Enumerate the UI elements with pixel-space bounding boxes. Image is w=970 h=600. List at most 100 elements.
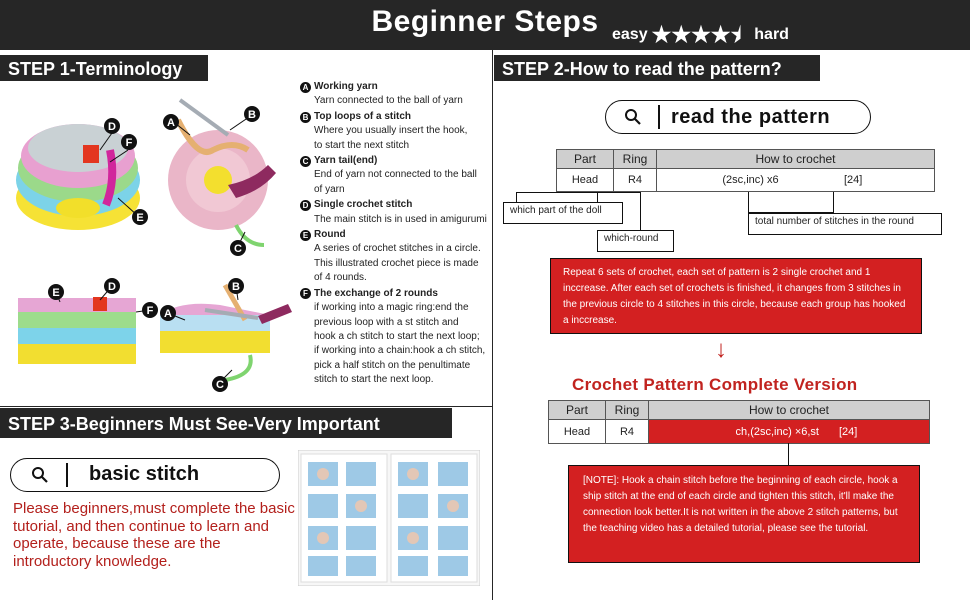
half-star-icon: ★ <box>730 22 751 47</box>
legend-desc: hook a ch stitch to start the next loop; <box>314 330 480 342</box>
legend-desc: if working into a magic ring:end the <box>314 302 469 314</box>
connector-line <box>748 212 834 213</box>
connector-line <box>516 192 641 193</box>
svg-text:D: D <box>108 121 116 133</box>
legend-desc: This illustrated crochet piece is made <box>314 257 479 269</box>
badge-e: E <box>300 229 311 241</box>
col-header-ring: Ring <box>605 400 649 420</box>
label-badge: E <box>132 209 148 225</box>
star-icon: ★ <box>710 22 731 47</box>
connector-line <box>640 192 641 230</box>
legend-desc: A series of crochet stitches in a circle… <box>314 243 481 255</box>
step1-header: STEP 1-Terminology <box>0 55 208 81</box>
rating-stars: ★ ★ ★ ★ ★ <box>652 24 751 46</box>
search-icon <box>625 109 641 125</box>
cell-ring: R4 <box>613 168 657 192</box>
legend-desc: stitch to start the next loop. <box>314 374 434 386</box>
legend-title: Working yarn <box>314 81 378 92</box>
badge-f: F <box>300 288 311 300</box>
connector-line <box>516 192 517 202</box>
callout-total: total number of stitches in the round <box>748 213 942 235</box>
search-divider <box>658 105 660 129</box>
svg-text:F: F <box>126 137 133 149</box>
col-header-part: Part <box>556 149 614 169</box>
legend-desc: of yarn <box>314 183 345 195</box>
legend-desc: Where you usually insert the hook, <box>314 125 468 137</box>
difficulty-hard-label: hard <box>754 26 789 43</box>
label-badge: A <box>163 114 179 130</box>
legend-title: Single crochet stitch <box>314 199 413 211</box>
label-badge: D <box>104 118 120 134</box>
legend-desc: of 4 rounds. <box>314 272 367 284</box>
svg-text:D: D <box>108 281 116 293</box>
legend-desc: to start the next stitch <box>314 139 410 151</box>
search-divider <box>66 463 68 487</box>
badge-d: D <box>300 199 311 211</box>
badge-a: A <box>300 81 311 93</box>
svg-text:F: F <box>147 305 154 317</box>
legend-title: Yarn tail(end) <box>314 155 378 167</box>
difficulty-rating: easy ★ ★ ★ ★ ★ hard <box>612 24 789 46</box>
legend-desc: End of yarn not connected to the ball <box>314 169 477 181</box>
legend-desc: Yarn connected to the ball of yarn <box>314 95 463 107</box>
column-divider <box>492 50 493 600</box>
crochet-round-image <box>168 98 276 247</box>
svg-text:B: B <box>232 281 240 293</box>
label-badge: E <box>48 284 64 300</box>
basic-stitch-search: basic stitch <box>10 458 280 492</box>
read-pattern-search: read the pattern <box>605 100 871 134</box>
down-arrow-icon: ↓ <box>715 336 727 363</box>
label-badge: F <box>142 302 158 318</box>
legend-desc: previous loop with a st stitch and <box>314 316 459 328</box>
connector-line <box>833 192 834 213</box>
step3-header: STEP 3-Beginners Must See-Very Important <box>0 408 452 438</box>
connector-line <box>748 192 749 212</box>
col-header-how: How to crochet <box>656 149 935 169</box>
cell-part: Head <box>548 419 606 444</box>
step2-header: STEP 2-How to read the pattern? <box>494 55 820 81</box>
legend-desc: The main stitch is in used in amigurumi <box>314 213 487 225</box>
svg-text:E: E <box>136 212 143 224</box>
cell-how: (2sc,inc) x6 <box>656 168 844 192</box>
cell-total: [24] <box>839 419 930 444</box>
star-icon: ★ <box>691 22 711 47</box>
search-query: read the pattern <box>671 106 831 128</box>
badge-b: B <box>300 111 311 123</box>
cell-total: [24] <box>844 168 935 192</box>
difficulty-easy-label: easy <box>612 26 648 43</box>
star-icon: ★ <box>671 22 692 47</box>
tutorial-book-image <box>298 450 480 586</box>
svg-text:C: C <box>234 243 242 255</box>
cell-ring: R4 <box>605 419 649 444</box>
col-header-how: How to crochet <box>648 400 930 420</box>
page-title: Beginner Steps <box>371 5 599 38</box>
connector-line <box>597 192 598 202</box>
legend-title: Round <box>314 229 346 241</box>
col-header-part: Part <box>548 400 606 420</box>
col-header-ring: Ring <box>613 149 657 169</box>
svg-text:A: A <box>167 117 175 129</box>
pattern-table-basic: Part Ring How to crochet Head R4 (2sc,in… <box>556 149 935 192</box>
terminology-illustration: D F E A B C E D F A B C <box>16 98 292 392</box>
legend-title: Top loops of a stitch <box>314 110 412 122</box>
header-bar <box>0 0 970 50</box>
label-badge: D <box>104 278 120 294</box>
crochet-flat-hook-image <box>160 283 292 382</box>
note-box: [NOTE]: Hook a chain stitch before the b… <box>568 465 920 563</box>
label-badge: A <box>160 305 176 321</box>
label-badge: C <box>230 240 246 256</box>
search-query: basic stitch <box>89 463 200 485</box>
label-badge: C <box>212 376 228 392</box>
badge-c: C <box>300 155 311 167</box>
label-badge: B <box>244 106 260 122</box>
cell-how: ch,(2sc,inc) ×6,st <box>648 419 839 444</box>
svg-text:B: B <box>248 109 256 121</box>
connector-line <box>788 443 789 465</box>
complete-version-title: Crochet Pattern Complete Version <box>572 375 858 394</box>
